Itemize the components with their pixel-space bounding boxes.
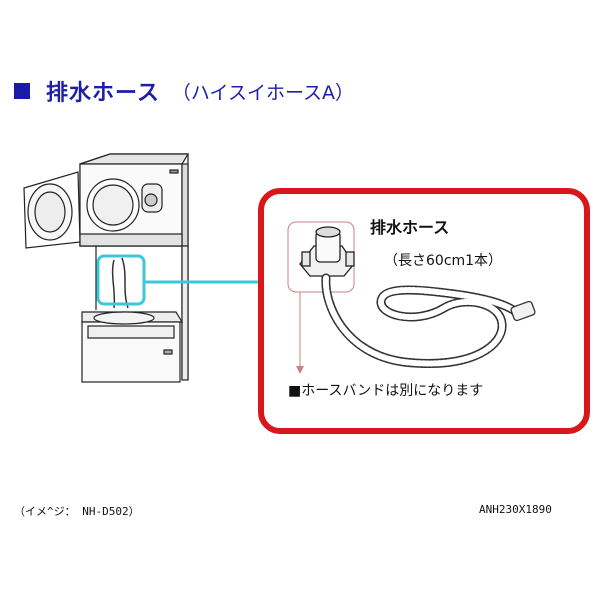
part-code: ANH230X1890	[479, 503, 552, 516]
callout-box: 排水ホース （長さ60cm1本） ■ホースバンドは別になります	[258, 188, 590, 434]
drain-hose-image	[287, 221, 536, 374]
coiled-hose	[321, 273, 536, 368]
image-caption: （イメ^ジ： NH-D502）	[14, 505, 140, 518]
page-subtitle: （ハイスイホースA）	[171, 81, 355, 104]
dryer-unit	[23, 153, 190, 249]
washer-unit	[81, 311, 184, 383]
hose-quantity: （長さ60cm1本）	[384, 253, 503, 269]
illustration-hose	[111, 257, 129, 309]
washer-dryer-illustration	[23, 153, 190, 383]
title-row: 排水ホース （ハイスイホースA）	[14, 74, 354, 108]
square-bullet-icon	[14, 83, 30, 99]
hose-title: 排水ホース	[370, 218, 450, 237]
stand	[95, 245, 189, 381]
page-title: 排水ホース	[46, 81, 160, 106]
hose-fitting	[299, 226, 355, 277]
highlight-box	[96, 254, 146, 306]
hose-band-note: ■ホースバンドは別になります	[288, 383, 484, 399]
